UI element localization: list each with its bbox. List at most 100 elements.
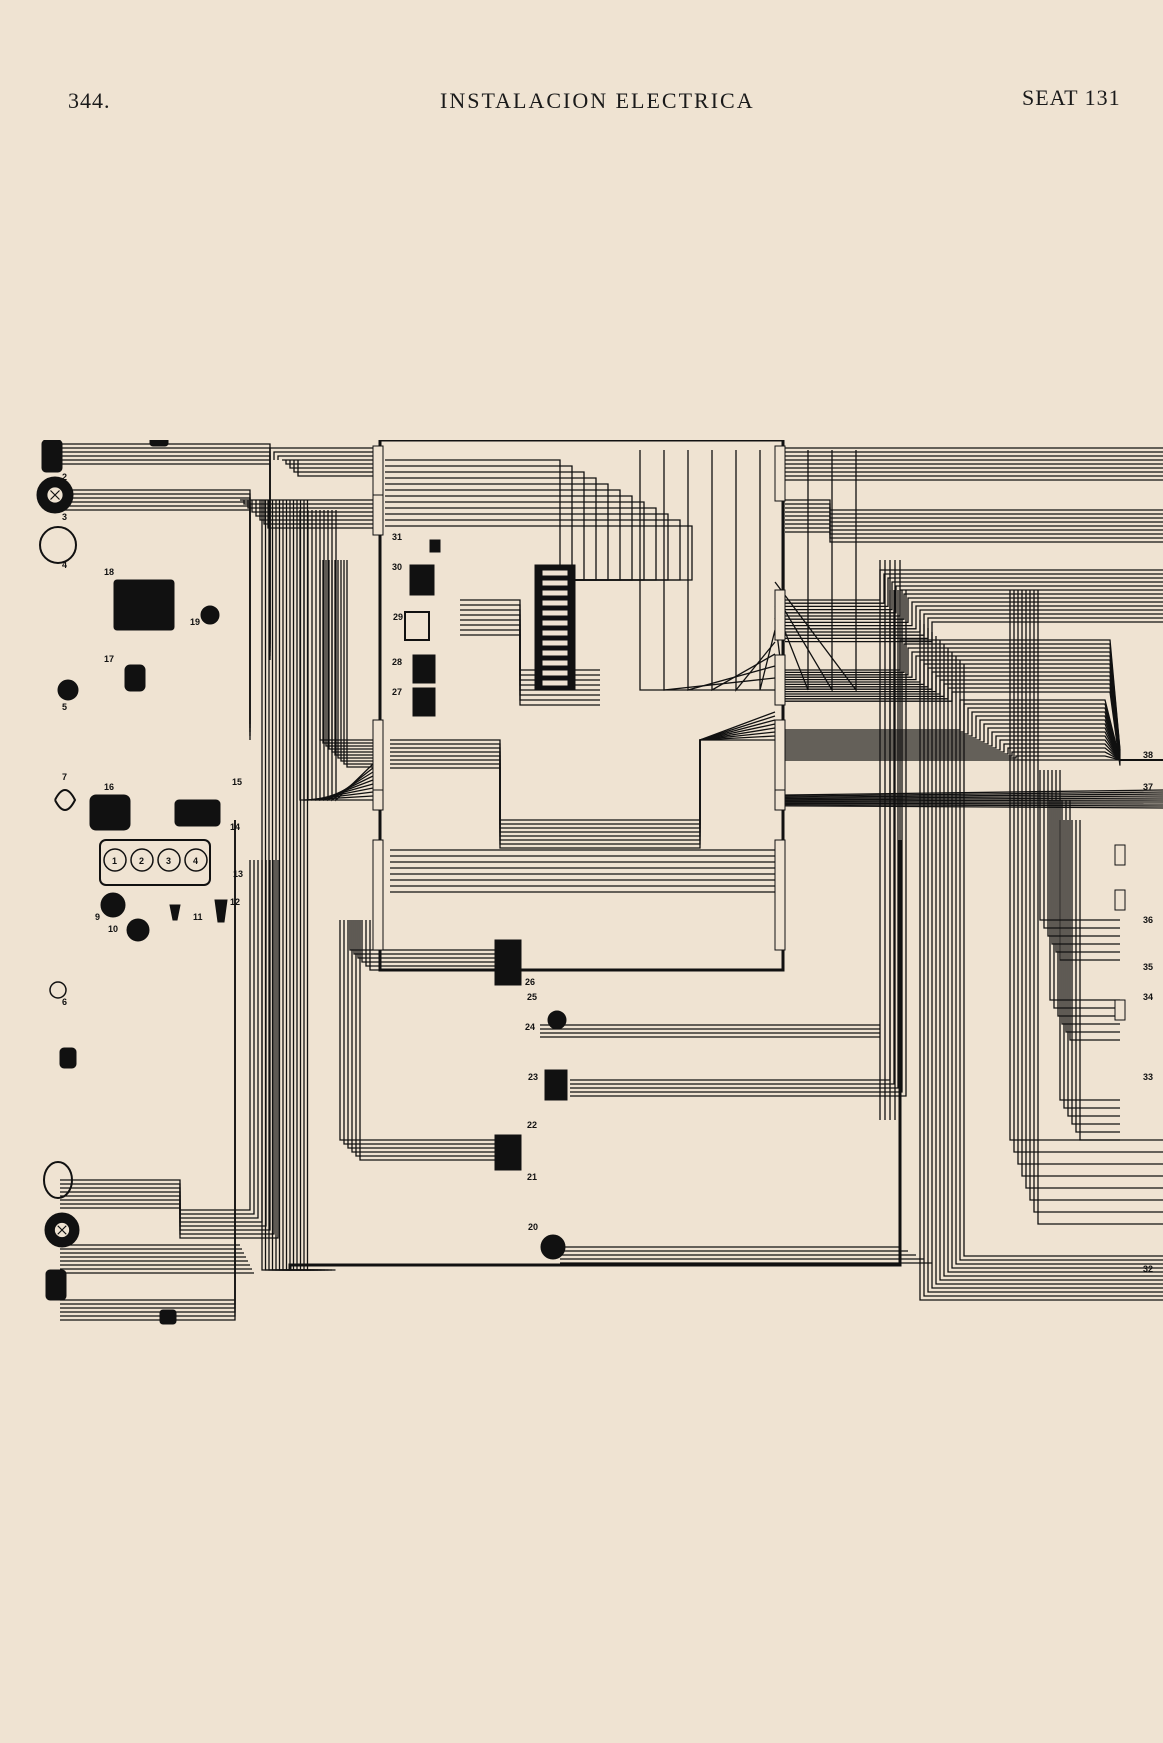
component-label-5: 5 — [62, 702, 67, 712]
wire — [785, 621, 1163, 643]
wire — [1067, 820, 1120, 1117]
wire — [351, 920, 500, 1153]
wire — [1075, 820, 1120, 1133]
wire — [1047, 770, 1120, 937]
cylinder-1 — [103, 848, 127, 872]
relay-29 — [404, 611, 430, 641]
wire — [390, 711, 776, 849]
cylinder-4 — [184, 848, 208, 872]
wire — [774, 450, 833, 693]
regulator-17 — [124, 664, 146, 692]
switch-8 — [49, 981, 67, 999]
fuse — [541, 639, 569, 647]
relay-31 — [429, 539, 441, 553]
wire — [347, 920, 500, 1149]
relay-27 — [412, 687, 436, 717]
wire — [1039, 770, 1120, 921]
wire — [357, 920, 500, 959]
wire — [60, 820, 236, 1309]
wire — [255, 500, 373, 517]
wire — [343, 920, 500, 1145]
wire — [1069, 800, 1120, 1041]
wire — [289, 460, 373, 469]
wire — [60, 820, 236, 1321]
wire — [785, 503, 1163, 515]
wire — [60, 860, 259, 1219]
sensor-11 — [169, 904, 181, 921]
wire — [939, 640, 1163, 1281]
component-label-33: 33 — [1143, 1072, 1153, 1082]
wire — [687, 450, 776, 691]
wire — [759, 450, 776, 691]
fuse — [541, 569, 569, 577]
cylinder-2 — [130, 848, 154, 872]
wire — [931, 632, 1163, 1289]
wire — [1057, 800, 1120, 1017]
lamp-4 — [43, 1161, 73, 1199]
wire — [263, 500, 373, 525]
wire — [355, 920, 500, 1157]
connector-34 — [1114, 889, 1126, 911]
component-label-36: 36 — [1143, 915, 1153, 925]
wire — [60, 509, 251, 740]
wire — [1017, 590, 1163, 1165]
engine-block — [99, 839, 211, 886]
wire — [319, 560, 373, 741]
fuse — [541, 579, 569, 587]
fuse — [541, 609, 569, 617]
wire — [311, 510, 374, 801]
sensor-19 — [200, 605, 220, 625]
cylinder-number-3: 3 — [166, 856, 171, 866]
wire — [390, 739, 775, 821]
components — [36, 440, 1126, 1325]
fuse — [541, 599, 569, 607]
wire — [1021, 590, 1163, 1177]
wire — [299, 510, 373, 801]
wire — [259, 500, 373, 521]
wiring-diagram: 1234567891011121314151617181920212223242… — [36, 440, 1163, 1325]
wire — [785, 605, 1163, 630]
wire — [774, 450, 809, 691]
headlamp-connector-1 — [41, 440, 63, 473]
wire — [269, 447, 373, 460]
side-lamp-3 — [39, 526, 77, 564]
wire — [639, 450, 775, 691]
relay-28 — [412, 654, 436, 684]
wire — [343, 560, 373, 765]
component-label-6: 6 — [62, 997, 67, 1007]
wire — [390, 723, 776, 837]
component-label-18: 18 — [104, 567, 114, 577]
connector-strip — [372, 494, 384, 536]
wire — [785, 573, 1163, 604]
wire — [1043, 770, 1120, 929]
wire — [1071, 820, 1120, 1125]
wire — [1029, 590, 1163, 1201]
component-labels: 1234567891011121314151617181920212223242… — [62, 472, 1153, 1274]
wire — [325, 560, 373, 747]
wire — [1049, 800, 1120, 1001]
component-label-4: 4 — [62, 560, 67, 570]
wire — [390, 727, 776, 833]
wire — [784, 805, 1163, 809]
wire — [1055, 770, 1120, 953]
component-label-14: 14 — [230, 822, 240, 832]
wire — [285, 460, 373, 465]
component-label-28: 28 — [392, 657, 402, 667]
wire — [1013, 590, 1163, 1153]
connector-strip — [774, 839, 786, 951]
distributor-9 — [100, 892, 126, 918]
wire — [60, 860, 263, 1223]
wire — [1051, 770, 1120, 945]
component-label-27: 27 — [392, 687, 402, 697]
alternator-16 — [89, 794, 131, 831]
starter-14 — [174, 799, 221, 827]
wire — [570, 590, 891, 1081]
cylinder-3 — [157, 848, 181, 872]
wire — [784, 795, 1163, 800]
lamp-20 — [540, 1234, 566, 1260]
wire — [327, 510, 374, 802]
fuse — [541, 669, 569, 677]
wire — [303, 510, 374, 801]
connector-34 — [1114, 844, 1126, 866]
lamp-3-cross — [57, 1225, 67, 1235]
